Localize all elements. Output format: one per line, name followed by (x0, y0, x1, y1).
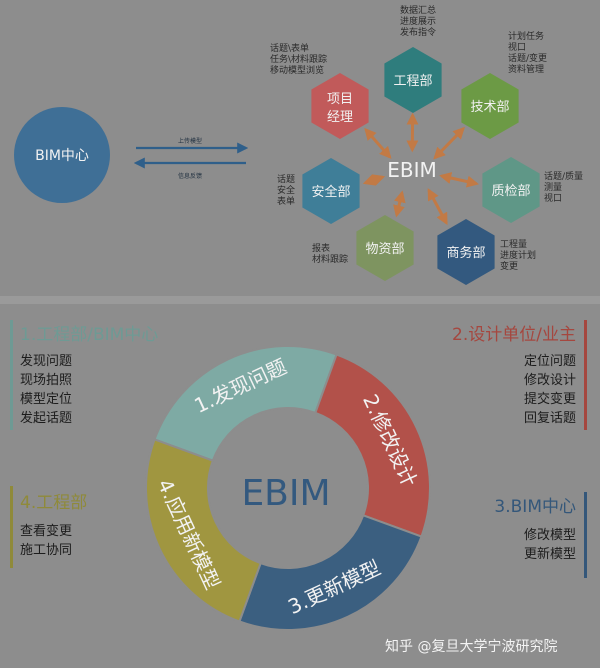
note-line: 任务\材料跟踪 (270, 55, 328, 65)
side-item: 修改设计 (523, 373, 576, 388)
note-line: 进度展示 (400, 17, 437, 27)
note-line: 材料跟踪 (312, 255, 349, 265)
department-label: 质检部 (491, 184, 530, 199)
feedback-arrow-label: 信息反馈 (178, 172, 202, 180)
note-line: 移动模型浏览 (270, 66, 325, 76)
note-line: 表单 (277, 197, 296, 207)
note-line: 工程量 (500, 240, 528, 250)
side-title-2: 2.设计单位/业主 (452, 325, 576, 345)
side-item: 模型定位 (20, 392, 73, 407)
side-item: 提交变更 (523, 392, 576, 407)
note-line: 资料管理 (508, 65, 545, 75)
department-label: 安全部 (311, 184, 350, 200)
side-item: 发起话题 (20, 411, 73, 426)
note-line: 变更 (500, 262, 519, 272)
note-line: 报表 (312, 244, 331, 254)
note-line: 话题\表单 (270, 44, 310, 54)
department-label: 物资部 (365, 242, 404, 257)
department-label: 商务部 (446, 245, 485, 261)
side-bar-3 (584, 492, 587, 578)
department-hexagon (437, 219, 495, 285)
hub-arrow (393, 190, 406, 218)
note-line: 发布指令 (400, 28, 437, 38)
side-items-2: 定位问题 修改设计 提交变更 回复话题 (524, 352, 576, 428)
department-hexagon (302, 158, 360, 224)
note-line: 话题/变更 (508, 54, 548, 64)
side-item: 现场拍照 (20, 373, 73, 388)
ring-segment (314, 353, 431, 538)
department-hexagon (384, 47, 442, 113)
side-bar-2 (584, 320, 587, 430)
side-bar-4 (10, 486, 13, 568)
notes-commerce: 工程量 进度计划 变更 (500, 240, 536, 273)
notes-engineering: 数据汇总 进度展示 发布指令 (400, 6, 436, 39)
watermark: 知乎 @复旦大学宁波研究院 (385, 639, 558, 655)
note-line: 安全 (277, 186, 296, 196)
ebim-ring-center: EBIM (241, 473, 330, 514)
bim-center-label: BIM中心 (35, 148, 89, 164)
side-item: 查看变更 (20, 524, 73, 539)
note-line: 计划任务 (508, 32, 545, 42)
notes-technology: 计划任务 视口 话题/变更 资料管理 (508, 32, 547, 76)
side-item: 更新模型 (523, 547, 576, 562)
hub-arrow (427, 188, 448, 226)
hub-arrow (433, 126, 465, 160)
note-line: 话题/质量 (544, 172, 584, 182)
side-items-3: 修改模型 更新模型 (524, 526, 576, 564)
side-bar-1 (10, 320, 13, 430)
bim-center-circle (14, 107, 110, 203)
side-item: 回复话题 (523, 411, 576, 426)
notes-safety: 话题 安全 表单 (277, 175, 295, 208)
side-item: 施工协同 (20, 543, 73, 558)
notes-materials: 报表 材料跟踪 (312, 244, 348, 266)
department-label: 经理 (327, 110, 353, 125)
side-title-3: 3.BIM中心 (494, 497, 576, 517)
side-title-1: 1.工程部/BIM中心 (20, 325, 159, 345)
department-hexagon (461, 73, 519, 139)
note-line: 视口 (508, 43, 527, 53)
side-item: 修改模型 (523, 528, 576, 543)
hub-arrows (362, 112, 479, 226)
notes-quality: 话题/质量 测量 视口 (544, 172, 583, 205)
notes-project-manager: 话题\表单 任务\材料跟踪 移动模型浏览 (270, 44, 327, 77)
department-hexagon (311, 73, 369, 139)
side-items-4: 查看变更 施工协同 (20, 522, 72, 560)
side-item: 发现问题 (20, 354, 73, 369)
department-label: 工程部 (393, 74, 432, 89)
hub-arrow (362, 174, 386, 186)
department-label: 技术部 (470, 100, 509, 115)
upload-arrow-label: 上传模型 (178, 137, 202, 145)
note-line: 进度计划 (500, 251, 537, 261)
note-line: 测量 (544, 183, 563, 193)
hub-arrow (439, 172, 479, 188)
ring-segment (238, 514, 423, 631)
panel-divider (0, 296, 600, 304)
side-item: 定位问题 (523, 354, 576, 369)
ring-segment (153, 345, 338, 462)
note-line: 话题 (277, 175, 296, 185)
note-line: 数据汇总 (400, 6, 437, 16)
ebim-hub-label: EBIM (387, 158, 437, 182)
ring-segment (145, 438, 262, 623)
department-label: 项目 (327, 92, 353, 107)
side-items-1: 发现问题 现场拍照 模型定位 发起话题 (20, 352, 72, 428)
note-line: 视口 (544, 194, 563, 204)
department-hexagon (356, 215, 414, 281)
hub-arrow (364, 127, 392, 159)
department-hexagon (482, 157, 540, 223)
side-title-4: 4.工程部 (20, 493, 88, 513)
